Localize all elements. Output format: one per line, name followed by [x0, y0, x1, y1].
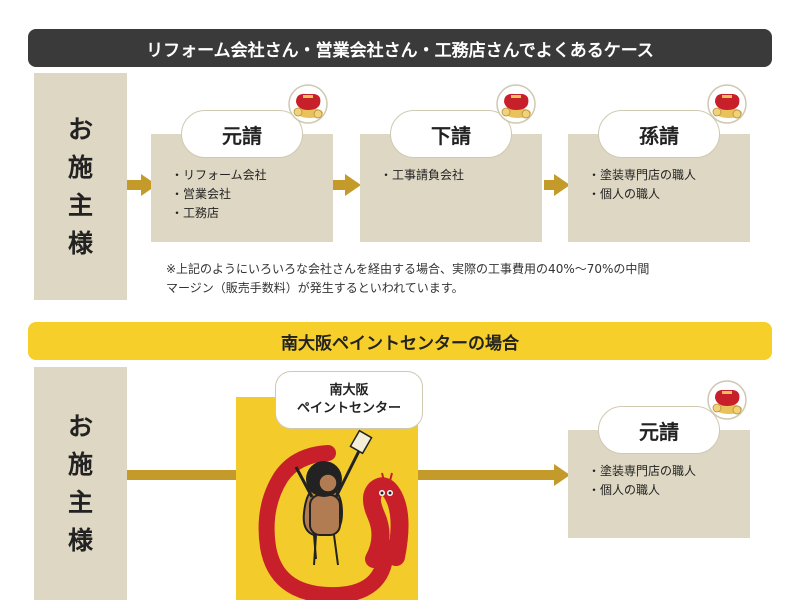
top-banner: リフォーム会社さん・営業会社さん・工務店さんでよくあるケース [28, 29, 772, 67]
list-item: 塗装専門店の職人 [588, 462, 696, 481]
money-pouch-icon [496, 84, 536, 124]
tier-list-sub: 工事請負会社 [380, 166, 464, 185]
note-line: ※上記のようにいろいろな会社さんを経由する場合、実際の工事費用の40%〜70%の… [166, 262, 650, 276]
mpc-block [236, 397, 418, 604]
list-item: 塗装専門店の職人 [588, 166, 696, 185]
tier-title-prime: 元請 [222, 123, 262, 148]
tier-bubble-sub: 下請 [390, 110, 512, 158]
list-item: 個人の職人 [588, 481, 696, 500]
note-line: マージン（販売手数料）が発生するといわれています。 [166, 281, 464, 295]
list-item: 工事請負会社 [380, 166, 464, 185]
mpc-name-line: ペイントセンター [296, 401, 401, 416]
tier-bubble-subsub: 孫請 [598, 110, 720, 158]
tier-list-mpc-prime: 塗装専門店の職人 個人の職人 [588, 462, 696, 500]
client-column-top: お施主様 [34, 73, 127, 300]
tier-bubble-prime: 元請 [181, 110, 303, 158]
mascot-painter-icon [258, 429, 409, 604]
tier-box-sub: 工事請負会社 [360, 134, 542, 242]
margin-note: ※上記のようにいろいろな会社さんを経由する場合、実際の工事費用の40%〜70%の… [166, 260, 649, 298]
mpc-name-bubble: 南大阪 ペイントセンター [275, 371, 423, 429]
client-column-bottom: お施主様 [34, 367, 127, 600]
list-item: 工務店 [171, 204, 267, 223]
tier-title-sub: 下請 [431, 123, 471, 148]
tier-title-mpc-prime: 元請 [639, 419, 679, 444]
list-item: 個人の職人 [588, 185, 696, 204]
tier-list-prime: リフォーム会社 営業会社 工務店 [171, 166, 267, 223]
mpc-banner: 南大阪ペイントセンターの場合 [28, 322, 772, 360]
top-banner-text: リフォーム会社さん・営業会社さん・工務店さんでよくあるケース [146, 40, 654, 61]
money-pouch-icon [707, 84, 747, 124]
mpc-name-line: 南大阪 [329, 383, 369, 398]
money-pouch-icon [288, 84, 328, 124]
money-pouch-icon [707, 380, 747, 420]
list-item: 営業会社 [171, 185, 267, 204]
list-item: リフォーム会社 [171, 166, 267, 185]
client-label-bottom: お施主様 [67, 411, 93, 555]
client-label-top: お施主様 [67, 114, 93, 258]
tier-bubble-mpc-prime: 元請 [598, 406, 720, 454]
tier-box-prime: リフォーム会社 営業会社 工務店 [151, 134, 333, 242]
tier-title-subsub: 孫請 [639, 123, 679, 148]
tier-list-subsub: 塗装専門店の職人 個人の職人 [588, 166, 696, 204]
mpc-banner-text: 南大阪ペイントセンターの場合 [281, 333, 519, 354]
